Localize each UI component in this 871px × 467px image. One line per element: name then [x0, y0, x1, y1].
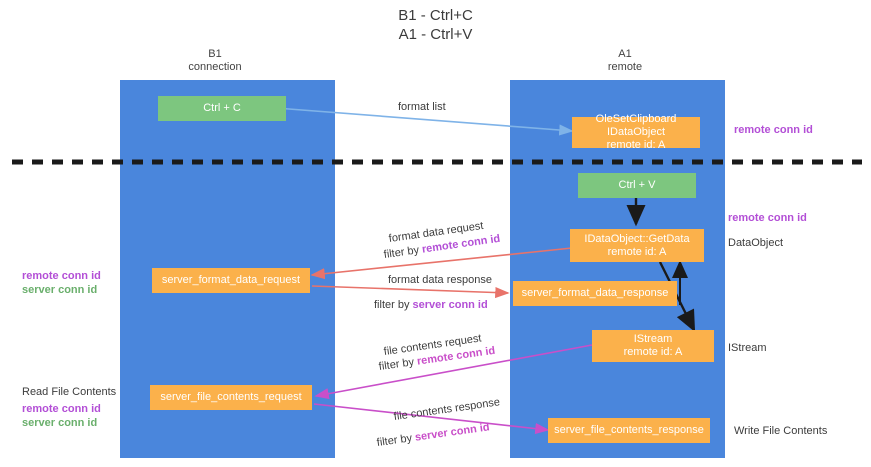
- edge-label-file-contents-response-text: file contents response: [393, 396, 501, 424]
- filter-prefix: filter by: [376, 431, 416, 450]
- filter-prefix: filter by: [383, 243, 423, 262]
- left-label-server-conn-id: server conn id: [22, 284, 98, 296]
- left-label-read-file-contents: Read File Contents: [22, 386, 117, 398]
- lane-header-b1: B1 connection: [188, 48, 242, 73]
- filter-key-server-conn-id: server conn id: [412, 299, 488, 311]
- right-label-istream: IStream: [728, 342, 767, 354]
- node-idataobject-getdata[interactable]: IDataObject::GetData remote id: A: [570, 229, 704, 262]
- left-label-remote-conn-id: remote conn id: [22, 270, 101, 282]
- filter-prefix: filter by: [378, 355, 418, 374]
- right-label-top-remote-conn-id: remote conn id: [734, 124, 813, 136]
- node-ctrl-v[interactable]: Ctrl + V: [578, 173, 696, 198]
- filter-prefix: filter by: [374, 299, 413, 311]
- right-label-mid-remote-conn-id: remote conn id: [728, 212, 807, 224]
- filter-key-server-conn-id: server conn id: [414, 421, 491, 444]
- node-server-format-data-response[interactable]: server_format_data_response: [513, 281, 677, 306]
- right-label-data-object: DataObject: [728, 237, 784, 249]
- right-label-write-file-contents: Write File Contents: [734, 425, 828, 437]
- lane-header-a1: A1 remote: [607, 48, 643, 73]
- node-server-format-data-request[interactable]: server_format_data_request: [152, 268, 310, 293]
- node-ctrl-c[interactable]: Ctrl + C: [158, 96, 286, 121]
- node-istream[interactable]: IStream remote id: A: [592, 330, 714, 362]
- node-idataobject-copy[interactable]: OleSetClipboard IDataObject remote id: A: [572, 113, 700, 151]
- node-server-file-contents-request[interactable]: server_file_contents_request: [150, 385, 312, 410]
- left-label-bottom-server-conn-id: server conn id: [22, 417, 98, 429]
- diagram-title: B1 - Ctrl+C A1 - Ctrl+V: [398, 7, 473, 43]
- left-label-bottom-remote-conn-id: remote conn id: [22, 403, 101, 415]
- edge-label-file-contents-response-filter: filter by server conn id: [376, 420, 491, 451]
- edge-label-format-data-response-filter: filter by server conn id: [374, 298, 488, 313]
- node-server-file-contents-response[interactable]: server_file_contents_response: [548, 418, 710, 443]
- edge-label-format-data-response: format data response: [388, 274, 492, 286]
- edge-label-format-list: format list: [398, 101, 446, 113]
